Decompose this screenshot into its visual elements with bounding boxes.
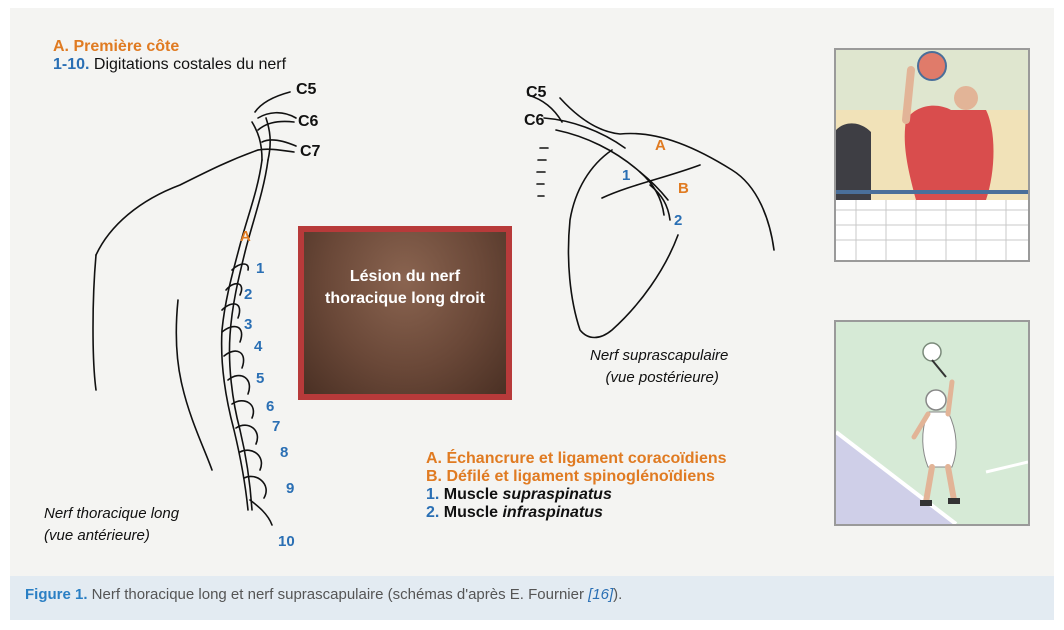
- label-a-left: A: [240, 228, 251, 245]
- legend-infraspinatus: 2. Muscle infraspinatus: [426, 504, 727, 522]
- legend-supraspinatus-num: 1.: [426, 486, 439, 503]
- digitation-1: 1: [256, 260, 264, 277]
- caption-suprascapular-line2: (vue postérieure): [590, 367, 728, 389]
- root-c7-left: C7: [300, 143, 320, 161]
- digitation-9: 9: [286, 480, 294, 497]
- legend-supraspinatus-text: Muscle: [439, 486, 502, 503]
- digitation-7: 7: [272, 418, 280, 435]
- legend-supraspinatus: 1. Muscle supraspinatus: [426, 486, 727, 504]
- digitation-10: 10: [278, 533, 295, 550]
- root-c5-right: C5: [526, 84, 546, 102]
- legend-defile: B. Défilé et ligament spinoglénoïdiens: [426, 468, 727, 486]
- figure-number: Figure 1.: [25, 586, 88, 603]
- figure-caption: Figure 1. Nerf thoracique long et nerf s…: [25, 586, 622, 603]
- root-c5-left: C5: [296, 81, 316, 99]
- caption-suprascapular: Nerf suprascapulaire (vue postérieure): [590, 345, 728, 389]
- legend-notch: A. Échancrure et ligament coracoïdiens: [426, 450, 727, 468]
- tennis-drawing: [836, 322, 1028, 524]
- tennis-illustration: [834, 320, 1030, 526]
- digitation-3: 3: [244, 316, 252, 333]
- figure-reference: [16]: [588, 586, 613, 603]
- digitation-8: 8: [280, 444, 288, 461]
- label-b-right: B: [678, 180, 689, 197]
- digitation-2: 2: [244, 286, 252, 303]
- legend-supraspinatus-name: supraspinatus: [502, 486, 611, 503]
- legend-infraspinatus-name: infraspinatus: [502, 504, 602, 521]
- caption-long-thoracic: Nerf thoracique long (vue antérieure): [44, 503, 179, 547]
- photo-caption-line2: thoracique long droit: [298, 288, 512, 310]
- legend-infraspinatus-num: 2.: [426, 504, 439, 521]
- back-photo: [304, 232, 506, 394]
- label-a-right: A: [655, 137, 666, 154]
- digitation-6: 6: [266, 398, 274, 415]
- caption-long-thoracic-line2: (vue antérieure): [44, 525, 179, 547]
- label-2-right: 2: [674, 212, 682, 229]
- figure-caption-text: Nerf thoracique long et nerf suprascapul…: [88, 586, 589, 603]
- volleyball-drawing: [836, 50, 1028, 260]
- photo-caption: Lésion du nerf thoracique long droit: [298, 266, 512, 310]
- root-c6-right: C6: [524, 112, 544, 130]
- digitation-5: 5: [256, 370, 264, 387]
- label-1-right: 1: [622, 167, 630, 184]
- photo-caption-line1: Lésion du nerf: [298, 266, 512, 288]
- caption-long-thoracic-line1: Nerf thoracique long: [44, 503, 179, 525]
- digitation-4: 4: [254, 338, 262, 355]
- legend-infraspinatus-text: Muscle: [439, 504, 502, 521]
- figure-caption-end: ).: [613, 586, 622, 603]
- legend-bottom: A. Échancrure et ligament coracoïdiens B…: [426, 450, 727, 522]
- volleyball-illustration: [834, 48, 1030, 262]
- lesion-photo: Lésion du nerf thoracique long droit: [298, 226, 512, 400]
- root-c6-left: C6: [298, 113, 318, 131]
- caption-suprascapular-line1: Nerf suprascapulaire: [590, 345, 728, 367]
